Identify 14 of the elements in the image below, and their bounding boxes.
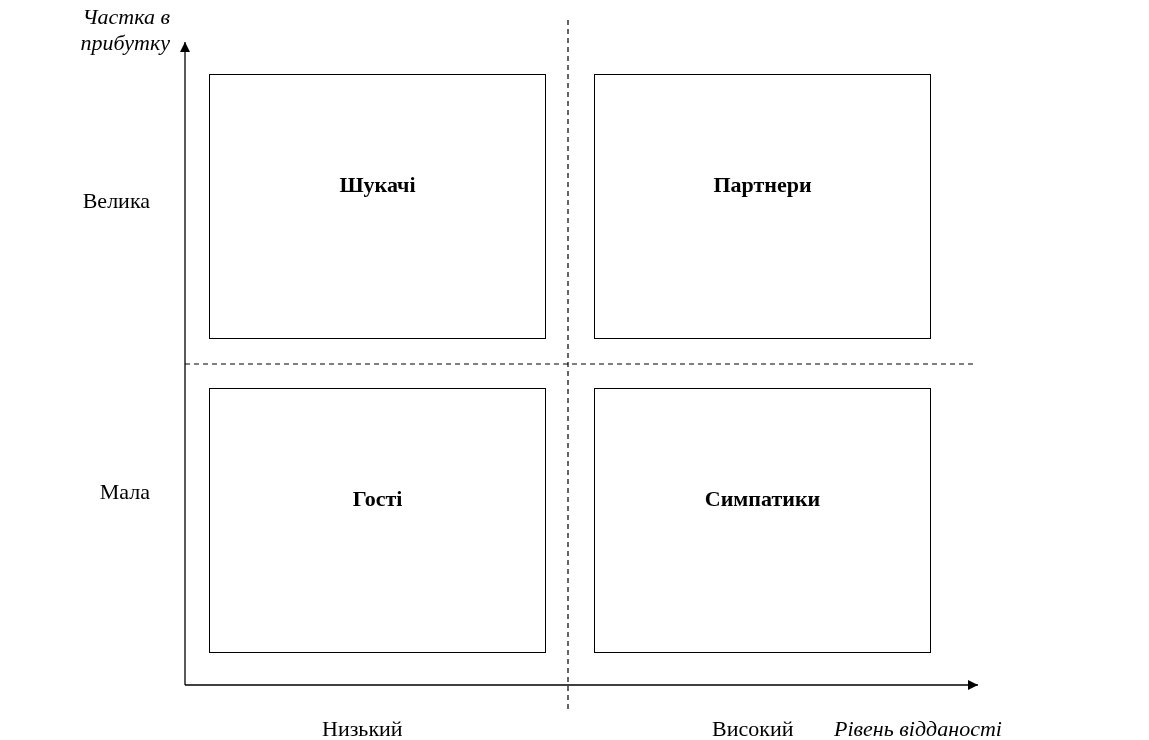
- quadrant-label: Партнери: [713, 171, 812, 198]
- quadrant-box: [594, 74, 931, 339]
- quadrant-label: Симпатики: [704, 485, 821, 512]
- quadrant-box: [209, 388, 546, 653]
- quadrant-label: Шукачі: [339, 171, 416, 198]
- quadrant-label: Гості: [352, 485, 403, 512]
- axis-value-label: Низький: [322, 716, 404, 740]
- axis-value-label: Велика: [81, 188, 150, 214]
- axis-title: Частка в прибутку: [79, 4, 170, 56]
- axis-value-label: Мала: [98, 479, 150, 505]
- axis-title: Рівень відданості: [834, 716, 1003, 740]
- axis-value-label: Високий: [712, 716, 795, 740]
- quadrant-box: [209, 74, 546, 339]
- quadrant-box: [594, 388, 931, 653]
